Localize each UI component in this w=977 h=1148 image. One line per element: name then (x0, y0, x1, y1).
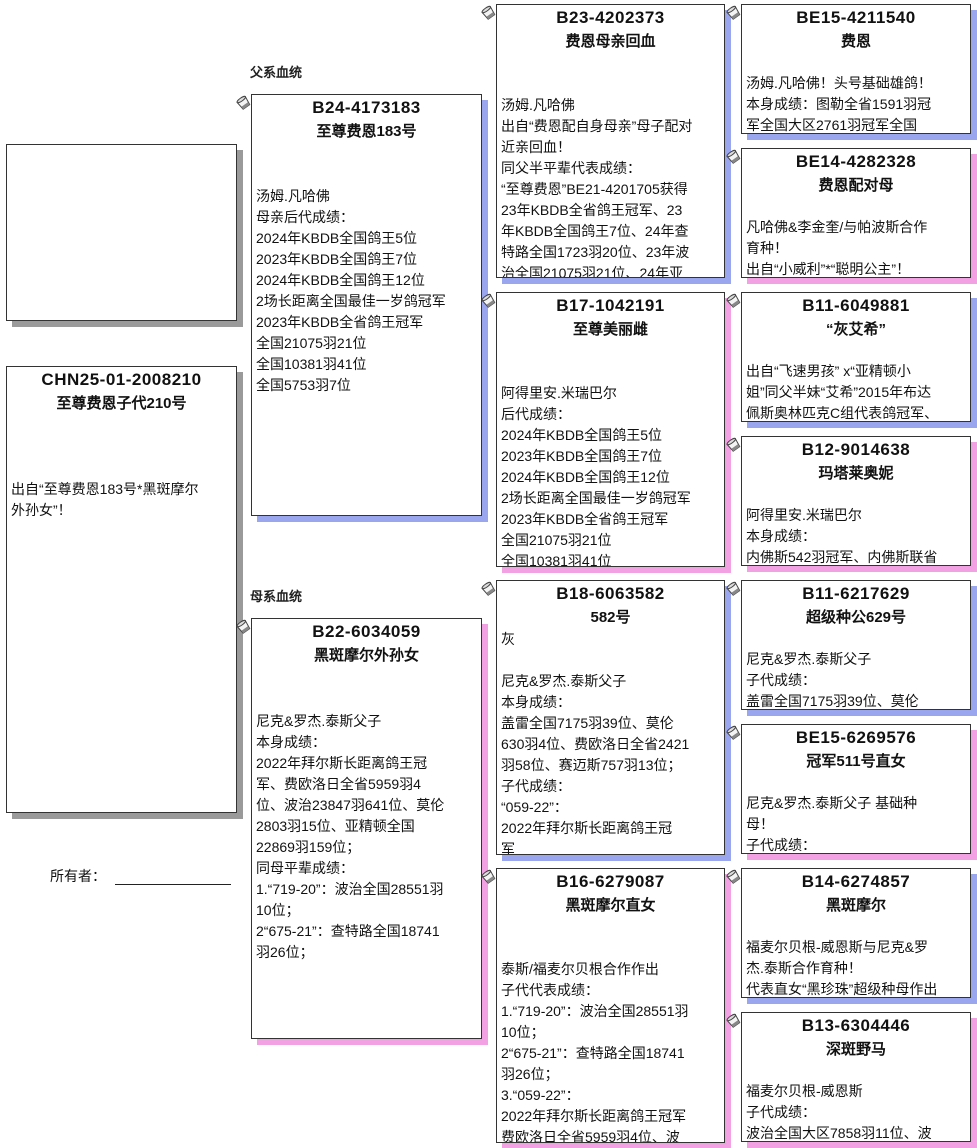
paint-bucket-icon[interactable] (235, 618, 251, 634)
bird-details: 尼克&罗杰.泰斯父子 本身成绩： 2022年拜尔斯长距离鸽王冠 军、费欧洛日全省… (256, 713, 445, 960)
bird-name: 至尊费恩183号 (316, 123, 417, 140)
ring-number: B13-6304446 (801, 1016, 911, 1035)
ring-number: B17-1042191 (556, 296, 665, 315)
bird-details: 尼克&罗杰.泰斯父子 基础种 母！ 子代成绩： (746, 795, 918, 853)
paint-bucket-icon[interactable] (725, 292, 741, 308)
bird-details: 福麦尔贝根-威恩斯与尼克&罗 杰.泰斯合作育种！ 代表直女“黑珍珠”超级种母作出 (746, 939, 938, 997)
paint-bucket-icon[interactable] (725, 868, 741, 884)
bird-name: 至尊美丽雌 (572, 321, 648, 338)
paint-bucket-icon[interactable] (725, 1012, 741, 1028)
paint-bucket-icon[interactable] (480, 292, 496, 308)
photo-box[interactable] (6, 144, 237, 321)
ring-number: B23-4202373 (556, 8, 665, 27)
ring-number: BE14-4282328 (795, 152, 917, 171)
pedigree-card-dsd[interactable]: BE15-6269576 冠军511号直女尼克&罗杰.泰斯父子 基础种 母！ 子代… (741, 724, 971, 854)
paint-bucket-icon[interactable] (480, 868, 496, 884)
ring-number: CHN25-01-2008210 (41, 370, 202, 389)
ring-number: B16-6279087 (556, 872, 665, 891)
bird-details: 汤姆.凡哈佛！头号基础雄鸽！ 本身成绩：图勒全省1591羽冠 军全国大区2761… (746, 75, 932, 133)
bird-details: 汤姆.凡哈佛 出自“费恩配自身母亲”母子配对 近亲回血！ 同父半平辈代表成绩： … (501, 97, 693, 278)
bird-name: 黑斑摩尔外孙女 (313, 647, 419, 664)
paint-bucket-icon[interactable] (480, 580, 496, 596)
ring-number: BE15-4211540 (796, 8, 916, 27)
ring-number: B11-6049881 (802, 296, 910, 315)
bird-details: 出自“飞速男孩” x“亚精顿小 姐”同父半妹“艾希”2015年布达 佩斯奥林匹克… (746, 363, 939, 421)
bird-name: 超级种公629号 (805, 609, 907, 626)
ring-number: B24-4173183 (312, 98, 421, 117)
pedigree-card-sire[interactable]: B24-4173183 至尊费恩183号汤姆.凡哈佛 母亲后代成绩： 2024年K… (251, 94, 482, 516)
pedigree-card-sd[interactable]: B17-1042191 至尊美丽雌阿得里安.米瑞巴尔 后代成绩： 2024年KBD… (496, 292, 725, 567)
ring-number: B11-6217629 (802, 584, 910, 603)
bird-details: 凡哈佛&李金奎/与帕波斯合作 育种！ 出自“小威利”*“聪明公主”！ (746, 219, 928, 277)
bird-name: 582号 (590, 609, 631, 626)
pedigree-card-dd[interactable]: B16-6279087 黑斑摩尔直女泰斯/福麦尔贝根合作作出 子代代表成绩： 1.… (496, 868, 725, 1143)
pedigree-card-sss[interactable]: BE15-4211540 费恩汤姆.凡哈佛！头号基础雄鸽！ 本身成绩：图勒全省15… (741, 4, 971, 134)
bird-details: 阿得里安.米瑞巴尔 后代成绩： 2024年KBDB全国鸽王5位 2023年KBD… (501, 385, 691, 567)
pedigree-card-ddd[interactable]: B13-6304446 深斑野马福麦尔贝根-威恩斯 子代成绩： 波治全国大区785… (741, 1012, 971, 1142)
bird-name: 费恩 (840, 33, 871, 50)
paint-bucket-icon[interactable] (725, 724, 741, 740)
pedigree-card-ss[interactable]: B23-4202373 费恩母亲回血汤姆.凡哈佛 出自“费恩配自身母亲”母子配对 … (496, 4, 725, 278)
bird-name: 黑斑摩尔直女 (565, 897, 656, 914)
paint-bucket-icon[interactable] (480, 4, 496, 20)
pedigree-card-dam[interactable]: B22-6034059 黑斑摩尔外孙女尼克&罗杰.泰斯父子 本身成绩： 2022年… (251, 618, 482, 1039)
pedigree-card-dds[interactable]: B14-6274857 黑斑摩尔福麦尔贝根-威恩斯与尼克&罗 杰.泰斯合作育种！ … (741, 868, 971, 998)
owner-input[interactable] (115, 884, 231, 885)
bird-name: 费恩配对母 (818, 177, 894, 194)
ring-number: B14-6274857 (801, 872, 911, 891)
bird-name: 深斑野马 (825, 1041, 886, 1058)
ring-number: B18-6063582 (556, 584, 665, 603)
ring-number: B12-9014638 (801, 440, 911, 459)
ring-number: B22-6034059 (312, 622, 421, 641)
pedigree-card-dss[interactable]: B11-6217629 超级种公629号尼克&罗杰.泰斯父子 子代成绩： 盖雷全国… (741, 580, 971, 710)
paint-bucket-icon[interactable] (725, 436, 741, 452)
pedigree-card-ds[interactable]: B18-6063582 582号灰 尼克&罗杰.泰斯父子 本身成绩： 盖雷全国71… (496, 580, 725, 855)
bird-details: 泰斯/福麦尔贝根合作作出 子代代表成绩： 1.“719-20”：波治全国2855… (501, 961, 689, 1143)
bird-name: 至尊费恩子代210号 (56, 395, 187, 412)
pedigree-card-sds[interactable]: B11-6049881 “灰艾希” 出自“飞速男孩” x“亚精顿小 姐”同父半妹“艾… (741, 292, 971, 422)
paint-bucket-icon[interactable] (725, 580, 741, 596)
bird-details: 福麦尔贝根-威恩斯 子代成绩： 波治全国大区7858羽11位、波 (746, 1083, 932, 1141)
bird-details: 尼克&罗杰.泰斯父子 子代成绩： 盖雷全国7175羽39位、莫伦 (746, 651, 919, 709)
owner-label: 所有者： (50, 868, 106, 884)
pedigree-card-sdd[interactable]: B12-9014638 玛塔莱奥妮阿得里安.米瑞巴尔 本身成绩： 内佛斯542羽冠… (741, 436, 971, 566)
paint-bucket-icon[interactable] (725, 4, 741, 20)
bird-name: 费恩母亲回血 (565, 33, 656, 50)
bird-name: “灰艾希” (825, 321, 886, 338)
bird-details: 灰 尼克&罗杰.泰斯父子 本身成绩： 盖雷全国7175羽39位、莫伦 630羽4… (501, 631, 690, 855)
paint-bucket-icon[interactable] (235, 94, 251, 110)
pedigree-card-subject[interactable]: CHN25-01-2008210 至尊费恩子代210号出自“至尊费恩183号*黑斑… (6, 366, 237, 813)
bird-details: 阿得里安.米瑞巴尔 本身成绩： 内佛斯542羽冠军、内佛斯联省 (746, 507, 938, 565)
ring-number: BE15-6269576 (795, 728, 917, 747)
bird-details: 出自“至尊费恩183号*黑斑摩尔 外孙女”！ (11, 481, 199, 518)
bird-name: 玛塔莱奥妮 (818, 465, 894, 482)
bird-name: 黑斑摩尔 (825, 897, 886, 914)
dam-line-label: 母系血统 (250, 589, 303, 604)
sire-line-label: 父系血统 (250, 65, 303, 80)
paint-bucket-icon[interactable] (725, 148, 741, 164)
bird-details: 汤姆.凡哈佛 母亲后代成绩： 2024年KBDB全国鸽王5位 2023年KBDB… (256, 188, 446, 393)
bird-name: 冠军511号直女 (806, 753, 906, 770)
pedigree-card-ssd[interactable]: BE14-4282328 费恩配对母凡哈佛&李金奎/与帕波斯合作 育种！ 出自“小… (741, 148, 971, 278)
